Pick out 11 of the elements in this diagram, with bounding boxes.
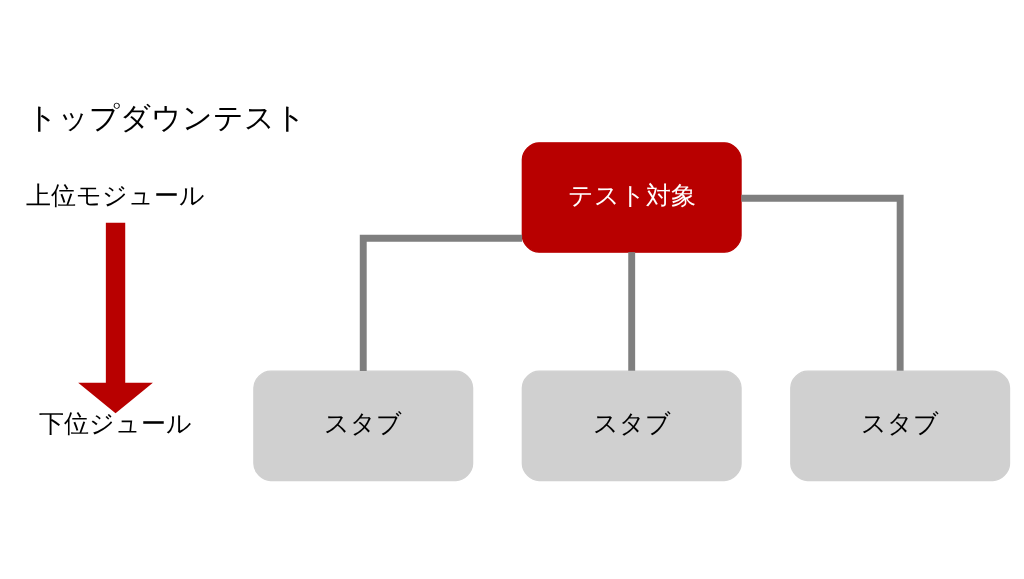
node-box: スタブ: [790, 370, 1011, 482]
connector: [628, 252, 636, 371]
node-text: 下位ジュール: [39, 408, 193, 438]
diagram-title: トップダウンテスト: [26, 100, 306, 136]
node-box: テスト対象: [521, 142, 742, 253]
node-text: 上位モジュール: [26, 180, 206, 210]
connector: [359, 234, 523, 372]
node-box: スタブ: [521, 370, 742, 482]
arrow: [78, 222, 153, 414]
node-box: スタブ: [253, 370, 474, 482]
connector: [741, 194, 904, 371]
